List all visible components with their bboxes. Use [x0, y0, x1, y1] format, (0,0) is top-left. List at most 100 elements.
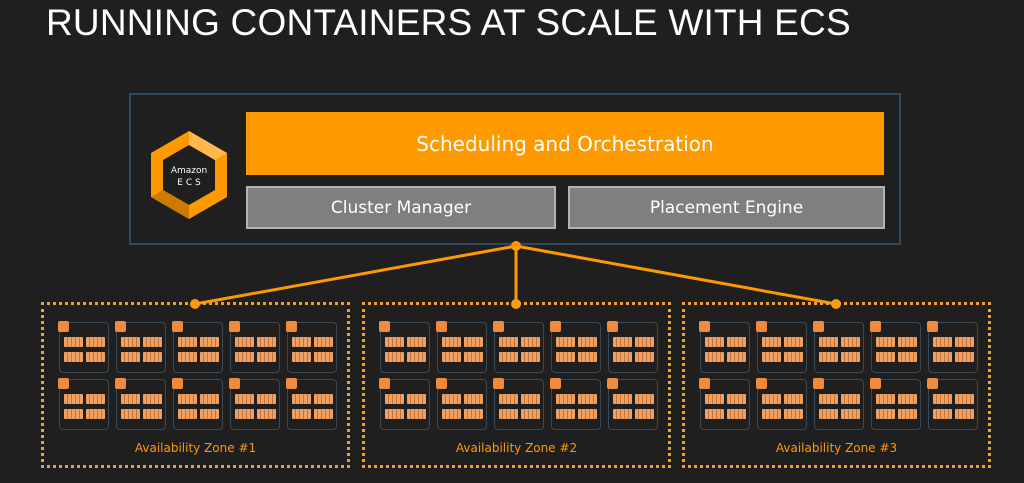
instance-badge-icon [927, 378, 938, 389]
container-block [635, 352, 654, 362]
slide-title: RUNNING CONTAINERS AT SCALE WITH ECS [46, 2, 851, 43]
container-block [235, 394, 254, 404]
instance-badge-icon [870, 321, 881, 332]
container-block [898, 337, 917, 347]
cluster-manager-box: Cluster Manager [246, 186, 556, 229]
container-block [556, 337, 575, 347]
container-block [876, 394, 895, 404]
container-block [762, 352, 781, 362]
placement-engine-box: Placement Engine [568, 186, 885, 229]
instance-badge-icon [550, 378, 561, 389]
container-block [200, 337, 219, 347]
container-block [499, 409, 518, 419]
container-block [385, 337, 404, 347]
scheduling-label: Scheduling and Orchestration [416, 131, 714, 156]
container-block [257, 409, 276, 419]
ec2-instance [699, 378, 750, 430]
instance-badge-icon [550, 321, 561, 332]
instance-badge-icon [813, 321, 824, 332]
instance-badge-icon [229, 378, 240, 389]
ec2-instance [756, 321, 807, 373]
container-block [933, 337, 952, 347]
container-block [178, 352, 197, 362]
container-block [200, 352, 219, 362]
container-block [178, 337, 197, 347]
container-block [819, 394, 838, 404]
container-block [442, 394, 461, 404]
container-block [292, 352, 311, 362]
container-block [613, 352, 632, 362]
container-block [762, 394, 781, 404]
container-block [841, 394, 860, 404]
availability-zone-2: Availability Zone #2 [362, 302, 671, 468]
instance-badge-icon [58, 321, 69, 332]
container-block [64, 409, 83, 419]
container-block [521, 337, 540, 347]
container-block [86, 394, 105, 404]
ec2-instance [493, 321, 544, 373]
container-block [727, 337, 746, 347]
ec2-instance [115, 378, 166, 430]
instance-badge-icon [286, 378, 297, 389]
container-block [521, 352, 540, 362]
container-block [499, 394, 518, 404]
container-block [613, 337, 632, 347]
container-block [727, 394, 746, 404]
container-block [121, 352, 140, 362]
ec2-instance [229, 378, 280, 430]
ec2-instance [550, 321, 601, 373]
container-block [898, 352, 917, 362]
availability-zone-1: Availability Zone #1 [41, 302, 350, 468]
ec2-instance [58, 378, 109, 430]
logo-text-ecs: E C S [177, 178, 201, 188]
container-block [314, 337, 333, 347]
container-block [499, 352, 518, 362]
ec2-instance [870, 378, 921, 430]
container-block [819, 337, 838, 347]
container-block [235, 352, 254, 362]
ec2-instance [927, 321, 978, 373]
container-block [407, 337, 426, 347]
ec2-instance [927, 378, 978, 430]
container-block [143, 409, 162, 419]
container-block [407, 352, 426, 362]
ec2-instance [436, 378, 487, 430]
container-block [635, 394, 654, 404]
ec2-instance [813, 321, 864, 373]
ec2-instance [286, 378, 337, 430]
container-block [143, 394, 162, 404]
ec2-instance [756, 378, 807, 430]
container-block [556, 394, 575, 404]
instance-badge-icon [699, 321, 710, 332]
instance-badge-icon [607, 378, 618, 389]
container-block [784, 337, 803, 347]
availability-zone-3: Availability Zone #3 [682, 302, 991, 468]
ec2-instance [58, 321, 109, 373]
connector-zone-3 [515, 244, 837, 306]
container-block [784, 394, 803, 404]
container-block [143, 352, 162, 362]
container-block [521, 409, 540, 419]
container-block [314, 394, 333, 404]
ec2-instance [172, 378, 223, 430]
container-block [257, 394, 276, 404]
container-block [933, 409, 952, 419]
container-block [292, 394, 311, 404]
ec2-instance [813, 378, 864, 430]
instance-badge-icon [379, 321, 390, 332]
container-block [762, 337, 781, 347]
availability-zone-label: Availability Zone #1 [134, 441, 257, 455]
container-block [578, 394, 597, 404]
container-block [578, 409, 597, 419]
container-block [121, 409, 140, 419]
instance-badge-icon [699, 378, 710, 389]
container-block [819, 409, 838, 419]
container-block [257, 352, 276, 362]
container-block [292, 409, 311, 419]
availability-zone-label: Availability Zone #2 [455, 441, 578, 455]
container-block [121, 394, 140, 404]
container-block [464, 352, 483, 362]
placement-engine-label: Placement Engine [649, 197, 804, 218]
instance-badge-icon [927, 321, 938, 332]
ec2-instance [550, 378, 601, 430]
